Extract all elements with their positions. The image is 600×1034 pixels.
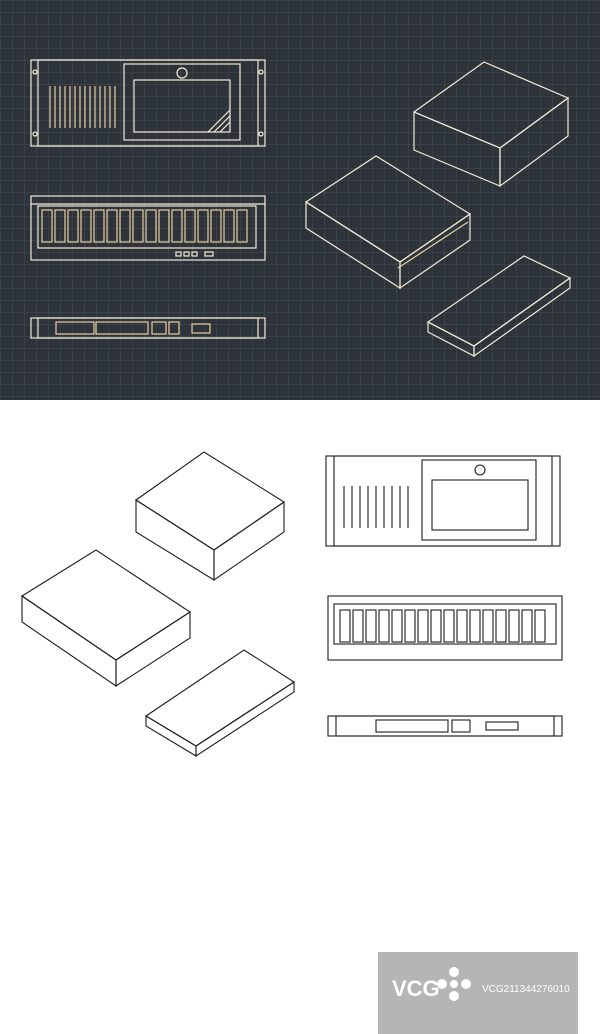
- server-4u-isometric-view: [412, 61, 570, 188]
- light-blueprint-panel: VCG VCG211344276010: [0, 400, 600, 1034]
- server-4u-isometric-view-light: [135, 451, 286, 582]
- network-switch-front-view-light: [327, 715, 563, 737]
- watermark-flower-icon: [437, 967, 471, 1001]
- storage-array-front-view: [30, 195, 266, 261]
- network-switch-isometric-view: [426, 255, 572, 358]
- server-4u-front-view: [30, 59, 266, 147]
- stock-watermark: VCG VCG211344276010: [378, 952, 578, 1034]
- storage-array-front-view-light: [327, 595, 563, 661]
- storage-array-isometric-view: [304, 155, 472, 290]
- network-switch-isometric-view-light: [144, 649, 296, 758]
- watermark-id: VCG211344276010: [482, 984, 570, 995]
- dark-blueprint-panel: [0, 0, 600, 400]
- watermark-logo: VCG: [392, 976, 440, 1001]
- network-switch-front-view: [30, 317, 266, 339]
- storage-array-isometric-view-light: [20, 549, 192, 688]
- server-4u-front-view-light: [325, 455, 561, 547]
- vent-grille: [49, 86, 116, 128]
